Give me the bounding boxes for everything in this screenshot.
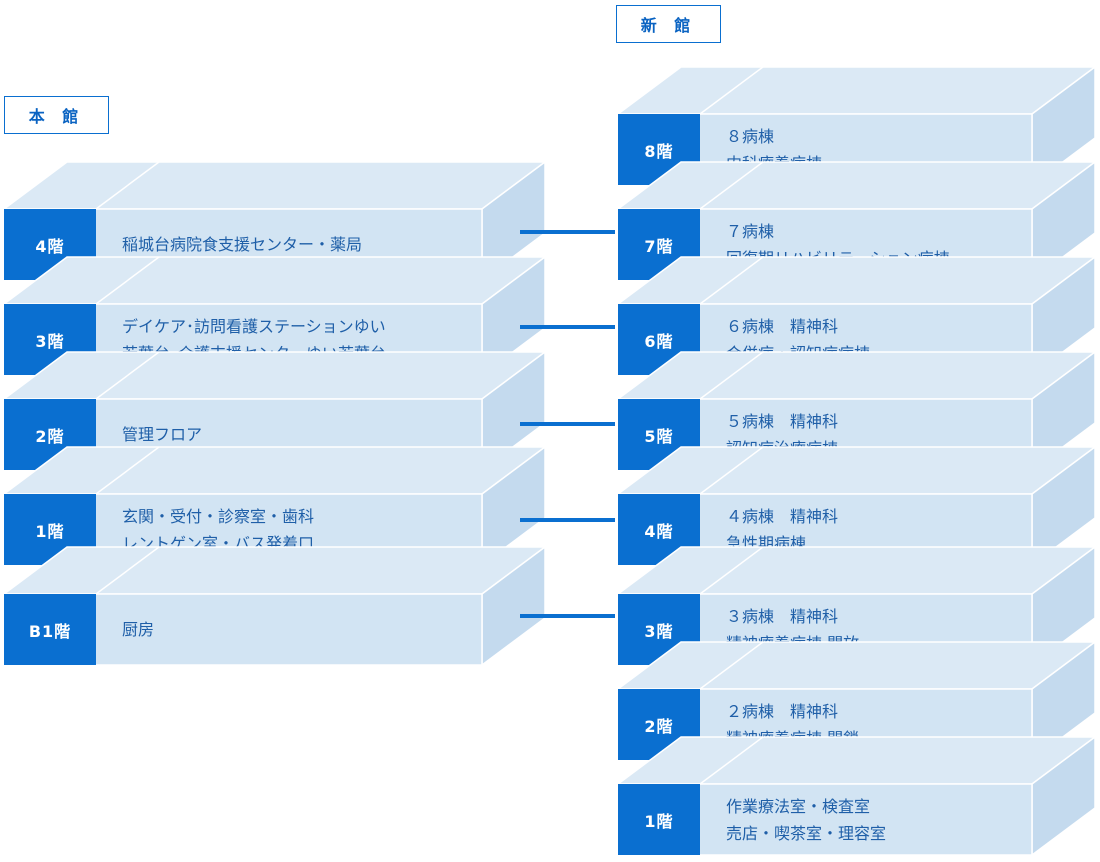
floor-top-face	[615, 446, 1098, 495]
floor-number: 7階	[644, 236, 674, 256]
floor-description: 作業療法室・検査室売店・喫茶室・理容室	[726, 784, 886, 855]
floor-top-divider	[699, 446, 764, 495]
floor-description-line: 玄関・受付・診察室・歯科	[122, 506, 315, 526]
floor-number: 3階	[35, 331, 65, 351]
floor-top-face	[615, 161, 1098, 210]
floor-top-face	[615, 66, 1098, 115]
floor-block: 1階 作業療法室・検査室売店・喫茶室・理容室	[615, 735, 1098, 857]
floor-top-divider	[699, 546, 764, 595]
floor-description-line: デイケア･訪問看護ステーションゆい	[122, 316, 386, 336]
floor-number: B1階	[28, 621, 72, 641]
floor-description-line: 売店・喫茶室・理容室	[726, 823, 887, 843]
floor-top-divider	[95, 351, 160, 400]
floor-description-line: ２病棟 精神科	[726, 701, 839, 721]
floor-top-divider	[699, 641, 764, 690]
floor-top-face	[615, 641, 1098, 690]
floor-top-face	[615, 736, 1098, 785]
floor-description-line: ７病棟	[726, 221, 775, 241]
floor-top-face	[1, 446, 548, 495]
floor-top-divider	[699, 256, 764, 305]
floor-top-face	[1, 256, 548, 305]
main-building-label: 本 館	[4, 96, 109, 134]
floor-block-shape	[615, 735, 1098, 857]
floor-number: 5階	[644, 426, 674, 446]
connector-line	[520, 230, 615, 234]
floor-description-line: 稲城台病院食支援センター・薬局	[122, 235, 363, 254]
floor-description-line: 厨房	[122, 620, 155, 639]
floor-top-divider	[699, 66, 764, 115]
floor-top-divider	[95, 256, 160, 305]
floor-number: 4階	[644, 521, 674, 541]
floor-number: 1階	[644, 811, 674, 831]
floor-top-divider	[699, 351, 764, 400]
floor-number: 2階	[644, 716, 674, 736]
floor-number: 8階	[644, 141, 674, 161]
floor-block: 4階 稲城台病院食支援センター・薬局	[1, 160, 548, 282]
floor-label-box	[4, 594, 96, 665]
floor-block: 8階８病棟内科療養病棟	[615, 65, 1098, 187]
floor-block: 1階玄関・受付・診察室・歯科レントゲン室・バス発着口	[1, 445, 548, 567]
floor-description-line: 管理フロア	[122, 425, 203, 444]
floor-description-line: ３病棟 精神科	[726, 606, 839, 626]
floor-top-face	[1, 546, 548, 595]
floor-block: 2階 管理フロア	[1, 350, 548, 472]
floor-top-divider	[699, 736, 764, 785]
floor-block-shape	[1, 545, 548, 667]
connector-line	[520, 325, 615, 329]
floor-label-box	[618, 784, 700, 855]
floor-description-line: ５病棟 精神科	[726, 411, 839, 431]
new-building-label: 新 館	[616, 5, 721, 43]
connector-line	[520, 518, 615, 522]
floor-description-line: ４病棟 精神科	[726, 506, 839, 526]
floor-description-line: 作業療法室・検査室	[726, 796, 871, 816]
floor-number: 6階	[644, 331, 674, 351]
floor-block: 7階７病棟回復期リハビリテーション病棟	[615, 160, 1098, 282]
floor-number: 4階	[35, 236, 65, 256]
floor-top-divider	[699, 161, 764, 210]
floor-description: 厨房	[122, 594, 154, 665]
floor-number: 1階	[35, 521, 65, 541]
floor-top-face	[615, 351, 1098, 400]
floor-description: 稲城台病院食支援センター・薬局	[122, 209, 362, 280]
floor-top-face	[1, 161, 548, 210]
floor-number: 3階	[644, 621, 674, 641]
floor-top-divider	[95, 161, 160, 210]
floor-top-face	[1, 351, 548, 400]
floor-description-line: ６病棟 精神科	[726, 316, 839, 336]
floor-description-line: ８病棟	[726, 126, 775, 146]
floor-description: 管理フロア	[122, 399, 202, 470]
floor-top-face	[615, 546, 1098, 595]
floor-top-divider	[95, 546, 160, 595]
connector-line	[520, 422, 615, 426]
floor-block: B1階 厨房	[1, 545, 548, 667]
floor-top-divider	[95, 446, 160, 495]
floor-top-face	[615, 256, 1098, 305]
floor-number: 2階	[35, 426, 65, 446]
connector-line	[520, 614, 615, 618]
